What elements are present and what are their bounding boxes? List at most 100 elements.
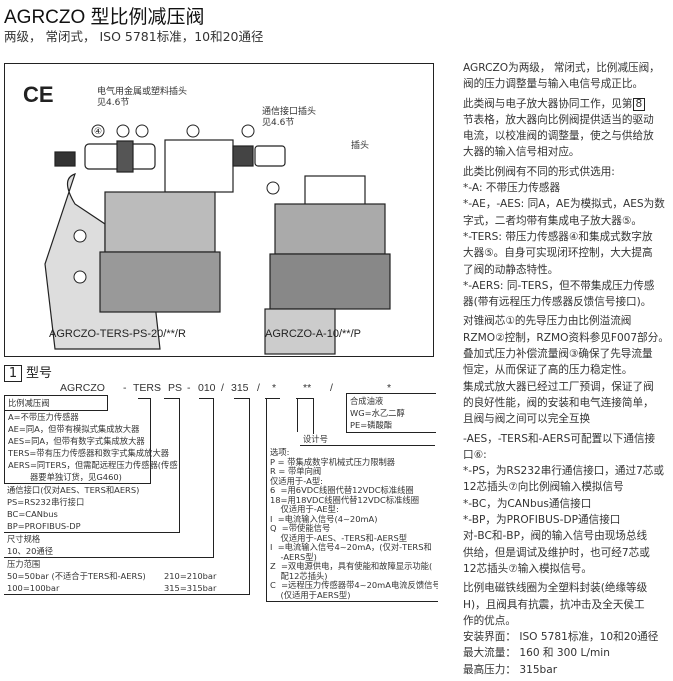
- line-text: *-BC，为CANbus通信接口: [463, 497, 592, 510]
- type-option: TERS=带有压力传感器和数字式集成放大器: [8, 448, 170, 458]
- section-title: 型号: [26, 366, 53, 381]
- option-line: Q =带使能信号: [270, 523, 331, 533]
- pressure-options: 压力范围 50=50bar (不适合于TERS和-AERS) 100=100ba…: [4, 558, 250, 595]
- description-paragraph: AGRCZO为两级， 常闭式，比例减压阀， 阀的压力调整量与输入电信号成正比。: [463, 60, 671, 93]
- option-line: 6 =用6VDC线圈代替12VDC标准线圈: [270, 485, 414, 495]
- ce-mark: CE: [23, 82, 54, 107]
- description-line: 对锥阀芯①的先导压力由比例溢流阀: [463, 313, 671, 329]
- description-line: H)，且阀具有抗震，抗冲击及全天侯工: [463, 597, 671, 613]
- description-line: 比例电磁铁线圈为全塑料封装(绝缘等级: [463, 580, 671, 596]
- description-line: 阀的压力调整量与输入电信号成正比。: [463, 76, 671, 92]
- plug-label: 插头: [351, 141, 370, 151]
- type-option: 器要单独订货，见G460): [30, 472, 122, 482]
- option-line: I =电流输入信号(4~20mA): [270, 513, 378, 524]
- comm-ref: 见4.6节: [262, 118, 295, 128]
- page-subtitle: 两级， 常闭式， ISO 5781标准，10和20通径: [4, 29, 264, 44]
- description-line: 叠加式压力补偿流量阀③确保了先导流量: [463, 346, 671, 362]
- connector-ref: 见4.6节: [97, 98, 130, 108]
- description-line: *-AE，-AES: 同A，AE为模拟式，AES为数: [463, 196, 671, 212]
- comm-options: 通信接口(仅对AES、TERS和AERS) PS=RS232串行接口 BC=CA…: [4, 484, 180, 533]
- comm-option: BC=CANbus: [7, 509, 58, 519]
- line-text: 对锥阀芯①的先导压力由比例溢流阀: [463, 315, 632, 328]
- line-text: 供给，但是调试及维护时，也可经7芯或: [463, 546, 650, 559]
- pressure-option: 100=100bar: [7, 583, 60, 593]
- option-line: 仅适用于-AES、-TERS和-AERS型: [270, 532, 408, 543]
- description-paragraph: 对锥阀芯①的先导压力由比例溢流阀 RZMO②控制，RZMO资料参见F007部分。叠…: [463, 313, 671, 427]
- description-line: 供给，但是调试及维护时，也可经7芯或: [463, 545, 671, 561]
- line-text: -AES，-TERS和-AERS可配置以下通信接: [463, 432, 656, 445]
- option-line: -AERS型): [270, 551, 317, 562]
- line-text: AGRCZO为两级， 常闭式，比例减压阀，: [463, 62, 660, 74]
- option-line: 仅适用于-A型:: [270, 475, 323, 486]
- line-text: 字式，二者均带有集成电子放大器⑤。: [463, 214, 642, 227]
- fluid-option: WG=水乙二醇: [350, 408, 405, 418]
- description-paragraph: 此类比例阀有不同的形式供选用:*-A: 不带压力传感器*-AE，-AES: 同A…: [463, 164, 671, 311]
- option-line: C =远程压力传感器带4~20mA电流反馈信号: [270, 580, 438, 590]
- description-line: *-PS，为RS232串行通信接口，通过7芯或: [463, 463, 671, 479]
- line-text: *-BP，为PROFIBUS-DP通信接口: [463, 514, 621, 527]
- description-line: *-TERS: 带压力传感器④和集成式数字放: [463, 229, 671, 245]
- option-line: R = 带单向阀: [270, 466, 322, 476]
- section-ref-link[interactable]: 8: [632, 97, 646, 111]
- description-line: 字式，二者均带有集成电子放大器⑤。: [463, 213, 671, 229]
- line-text: RZMO②控制，RZMO资料参见F007部分。: [463, 331, 669, 344]
- type-option: AE=同A，但带有模拟式集成放大器: [8, 424, 140, 434]
- description-line: 安装界面： ISO 5781标准，10和20通径: [463, 629, 671, 645]
- line-text: *-AERS: 同-TERS，但不带集成压力传感: [463, 279, 655, 292]
- option-line: Z =双电源供电，具有使能和故障显示功能(: [270, 561, 433, 571]
- description-line: 最高压力： 315bar: [463, 662, 671, 678]
- description-line: 12芯插头⑦输入模拟信号。: [463, 561, 671, 577]
- caption-left: AGRCZO-TERS-PS-20/**/R: [49, 328, 186, 340]
- valve-drawing: ④: [44, 124, 391, 355]
- line-text: 大器的输入信号相对应。: [463, 146, 580, 159]
- option-line: 18=用18VDC线圈代替12VDC标准线圈: [270, 494, 420, 505]
- code-segment: 010: [198, 382, 216, 394]
- code-segment: -: [187, 382, 191, 394]
- description-line: 恒定，从而保证了高的压力稳定性。: [463, 362, 671, 378]
- size-options: 尺寸规格 10、20通径: [4, 533, 214, 558]
- comm-option: PS=RS232串行接口: [7, 497, 85, 507]
- line-text: *-AE，-AES: 同A，AE为模拟式，AES为数: [463, 198, 665, 211]
- line-text: 最高压力： 315bar: [463, 663, 558, 676]
- line-text: 此类比例阀有不同的形式供选用:: [463, 165, 615, 178]
- code-segment: /: [221, 382, 224, 394]
- line-text: H)，且阀具有抗震，抗冲击及全天侯工: [463, 598, 645, 611]
- line-text: 了阀的动静态特性。: [463, 263, 559, 276]
- line-text: 安装界面： ISO 5781标准，10和20通径: [463, 631, 659, 644]
- valve-diagram: CE 电气用金属或塑料插头 见4.6节 通信接口插头 见4.6节 插头 ④: [4, 63, 434, 357]
- code-segment: /: [330, 382, 333, 394]
- line-text: *-TERS: 带压力传感器④和集成式数字放: [463, 230, 653, 243]
- description-line: 大器⑤。自身可实现闭环控制，大大提高: [463, 245, 671, 261]
- code-segment: -: [123, 382, 127, 394]
- fluid-options: 合成油液 WG=水乙二醇 PE=磷酸酯: [346, 393, 436, 433]
- line-text: 比例电磁铁线圈为全塑料封装(绝缘等级: [463, 582, 648, 595]
- option-line: 仅适用于-AE型:: [270, 504, 339, 514]
- type-option: AES=同A，但带有数字式集成放大器: [8, 436, 145, 446]
- line-text: 且阀与阀之间可以完全互换: [463, 413, 591, 426]
- size-title: 尺寸规格: [7, 534, 41, 544]
- line-text: 节表格，放大器向比例阀提供适当的驱动: [463, 113, 654, 126]
- description-line: -AES，-TERS和-AERS可配置以下通信接: [463, 431, 671, 447]
- callout-4: ④: [94, 127, 102, 137]
- connector-label: 电气用金属或塑料插头: [97, 87, 188, 97]
- line-text: 恒定，从而保证了高的压力稳定性。: [463, 364, 633, 377]
- fluid-title: 合成油液: [350, 396, 384, 406]
- pressure-option: 315=315bar: [164, 583, 217, 593]
- line-text: 12芯插头⑦输入模拟信号。: [463, 562, 592, 575]
- line-text: 最大流量： 160 和 300 L/min: [463, 647, 610, 660]
- option-line: I =电流输入信号4~20mA，(仅对-TERS和: [270, 542, 432, 552]
- pressure-title: 压力范围: [7, 559, 41, 569]
- line-text: 叠加式压力补偿流量阀③确保了先导流量: [463, 348, 653, 361]
- description-line: 器(带有远程压力传感器反馈信号接口)。: [463, 294, 671, 310]
- description-line: *-BC，为CANbus通信接口: [463, 496, 671, 512]
- comm-label: 通信接口插头: [262, 107, 317, 117]
- code-segment: AGRCZO: [60, 382, 105, 394]
- code-segment: PS: [168, 382, 183, 394]
- option-line: 选项:: [270, 448, 290, 457]
- line-text: 对-BC和-BP，阀的输入信号由现场总线: [463, 530, 648, 543]
- description-line: RZMO②控制，RZMO资料参见F007部分。: [463, 330, 671, 346]
- line-text: 器(带有远程压力传感器反馈信号接口)。: [463, 296, 652, 309]
- description-line: 此类比例阀有不同的形式供选用:: [463, 164, 671, 180]
